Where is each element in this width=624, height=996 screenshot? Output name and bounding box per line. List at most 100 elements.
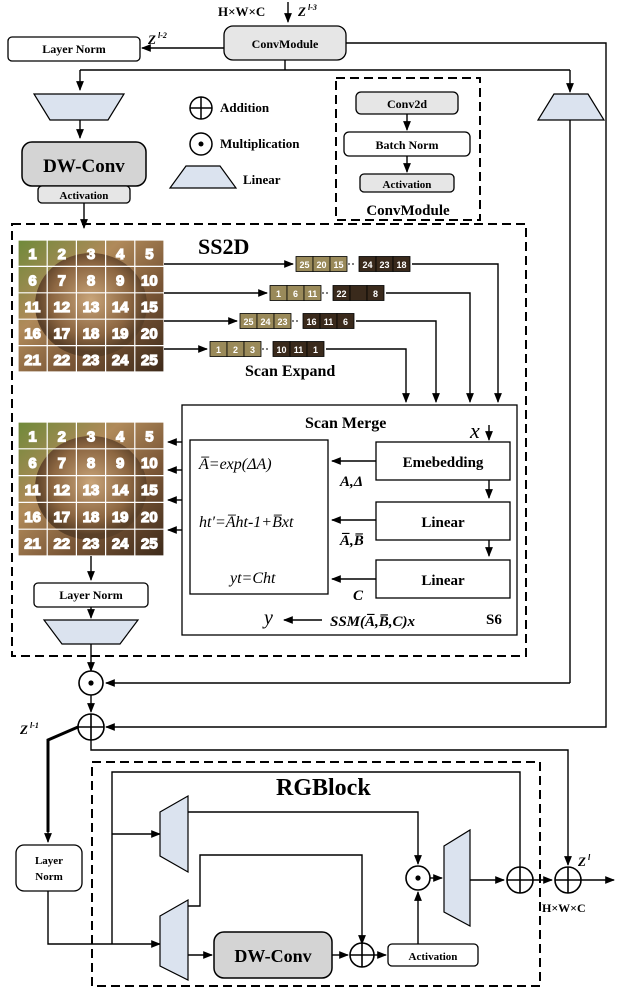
embedding-block <box>375 441 511 481</box>
grid-cell-number: 21 <box>24 352 41 369</box>
scan-token-number: 1 <box>276 289 281 299</box>
layer-norm-top-label: Layer Norm <box>42 42 105 56</box>
grid-cell-number: 17 <box>53 509 70 526</box>
scan-token-number: 24 <box>362 260 372 270</box>
conv-module-label: ConvModule <box>252 37 319 51</box>
scan-token-number: 24 <box>260 317 270 327</box>
grid-cell-number: 14 <box>112 299 129 316</box>
c-label: C <box>353 588 364 604</box>
scan-token-number: 1 <box>216 345 221 355</box>
z-l3-sup: l-3 <box>308 3 317 12</box>
linear-block-2-label: Linear <box>421 573 465 589</box>
activation-detail-label: Activation <box>383 179 432 191</box>
s6-label: S6 <box>486 612 502 628</box>
grid-cell-number: 7 <box>58 273 66 290</box>
grid-cell-number: 18 <box>83 509 100 526</box>
grid-cell-number: 15 <box>141 299 158 316</box>
grid-cell-number: 25 <box>141 352 158 369</box>
grid-cell-number: 10 <box>141 273 158 290</box>
scan-token-number: 25 <box>299 260 309 270</box>
grid-cell-number: 2 <box>58 428 66 445</box>
grid-cell-number: 18 <box>83 325 100 342</box>
scan-token <box>366 285 385 301</box>
linear-ss2d-out <box>42 619 140 645</box>
grid-cell-number: 9 <box>116 455 124 472</box>
ssm-label: SSM(A̅,B̅,C)x <box>330 614 416 630</box>
scan-token-number: 6 <box>343 317 348 327</box>
scan-token-number: 3 <box>250 345 255 355</box>
grid-cell-number: 7 <box>58 455 66 472</box>
scan-token-number: 10 <box>276 345 286 355</box>
scan-merge-label: Scan Merge <box>305 415 386 432</box>
grid-cell-number: 21 <box>24 536 41 553</box>
grid-cell-number: 8 <box>87 273 95 290</box>
layer-norm-ss2d-label: Layer Norm <box>59 588 122 602</box>
grid-cell-number: 11 <box>25 299 41 316</box>
scan-token <box>329 256 348 272</box>
activation-detail-block <box>359 173 455 193</box>
activation-rg-label: Activation <box>409 951 458 963</box>
grid-cell-number: 5 <box>145 428 153 445</box>
scan-token-number: 25 <box>243 317 253 327</box>
grid-cell-number: 24 <box>112 536 129 553</box>
ss2d-title: SS2D <box>198 234 249 259</box>
linear-block-1 <box>375 501 511 541</box>
grid-cell-number: 20 <box>141 325 158 342</box>
dw-conv-top-label: DW-Conv <box>43 156 125 177</box>
linear-legend-icon <box>168 165 238 189</box>
eq-a-bar: A̅=exp(ΔA) <box>198 456 272 473</box>
conv2d-label: Conv2d <box>387 97 427 111</box>
grid-cell-number: 16 <box>24 509 41 526</box>
scan-token <box>336 313 355 329</box>
scan-token <box>273 313 292 329</box>
grid-cell-number: 25 <box>141 536 158 553</box>
linear-block-2 <box>375 559 511 599</box>
scan-token-number: 23 <box>379 260 389 270</box>
grid-cell-number: 20 <box>141 509 158 526</box>
grid-cell-number: 17 <box>53 325 70 342</box>
grid-cell-number: 19 <box>112 509 129 526</box>
scan-expand-label: Scan Expand <box>245 363 335 380</box>
grid-cell-number: 2 <box>58 246 66 263</box>
z-l2-label: Z <box>147 32 156 47</box>
grid-cell-number: 22 <box>53 536 70 553</box>
scan-token-number: 8 <box>373 289 378 299</box>
grid-cell-number: 8 <box>87 455 95 472</box>
scan-token-number: 11 <box>308 289 318 299</box>
scan-token <box>349 285 368 301</box>
grid-cell-number: 9 <box>116 273 124 290</box>
z-l1-sup: l-1 <box>30 721 39 730</box>
grid-cell-number: 10 <box>141 455 158 472</box>
eq-h: ht′=A̅ht-1+B̅xt <box>199 514 294 531</box>
scan-token <box>392 256 411 272</box>
legend-multiplication-label: Multiplication <box>220 136 300 151</box>
scan-token-number: 6 <box>293 289 298 299</box>
eq-y: yt=Cht <box>228 570 276 587</box>
z-l1-wire <box>46 725 79 832</box>
grid-cell-number: 12 <box>53 482 70 499</box>
scan-token <box>306 341 325 357</box>
scan-token-number: 20 <box>316 260 326 270</box>
scan-token <box>303 285 322 301</box>
linear-rg-out <box>443 828 471 928</box>
grid-cell-number: 12 <box>53 299 70 316</box>
grid-cell-number: 1 <box>28 428 36 445</box>
rgblock-frame <box>91 761 541 987</box>
grid-cell-number: 19 <box>112 325 129 342</box>
scan-token <box>243 341 262 357</box>
layer-norm-rg-label-2: Norm <box>35 871 63 883</box>
scan-token-number: 2 <box>233 345 238 355</box>
legend: Addition Multiplication Linear <box>168 96 300 189</box>
grid-cell-number: 3 <box>87 246 95 263</box>
legend-linear-label: Linear <box>243 172 281 187</box>
activation-top-label: Activation <box>60 190 109 202</box>
conv-module-detail-frame <box>335 77 481 221</box>
grid-cell-number: 3 <box>87 428 95 445</box>
grid-cell-number: 4 <box>116 428 125 445</box>
grid-cell-number: 24 <box>112 352 129 369</box>
conv-module-title: ConvModule <box>366 203 450 219</box>
residual-outer <box>105 42 607 731</box>
